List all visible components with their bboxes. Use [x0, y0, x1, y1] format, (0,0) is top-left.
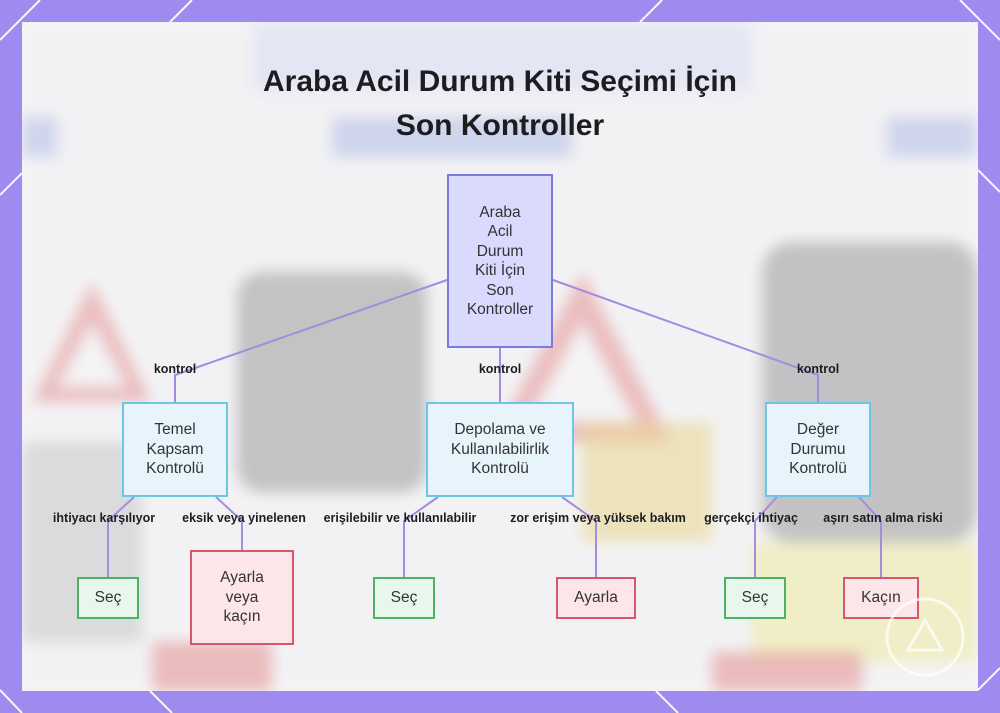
check-node-2-line: Kontrolü	[471, 460, 529, 478]
avoid-node-1-line: kaçın	[223, 608, 261, 626]
edge-branch-3-right	[858, 496, 882, 577]
root-node-line: Kontroller	[466, 301, 534, 318]
edge-label-right: eksik veya yinelenen	[182, 511, 306, 525]
avoid-node-3-line: Kaçın	[861, 589, 901, 607]
select-node-2-text: Seç	[391, 588, 418, 608]
avoid-node-3-text: Kaçın	[861, 588, 901, 608]
select-node-3-text: Seç	[742, 588, 769, 608]
edge-label-left: ihtiyacı karşılıyor	[52, 511, 156, 525]
check-node-3-line: Durumu	[790, 440, 846, 458]
check-node-1-line: Kapsam	[146, 440, 204, 458]
edge-branch-1-right	[215, 496, 243, 550]
edge-branch-1-left	[107, 496, 135, 577]
edge-label-right: aşırı satın alma riski	[823, 511, 943, 525]
root-node-line: Acil	[487, 223, 513, 240]
check-node-3-line: Kontrolü	[789, 460, 847, 478]
select-node-1: Seç	[77, 577, 139, 619]
select-node-1-line: Seç	[94, 589, 122, 607]
edge-label-kontrol: kontrol	[153, 362, 197, 376]
connector-lines	[107, 279, 882, 577]
avoid-node-3: Kaçın	[843, 577, 919, 619]
avoid-node-2-line: Ayarla	[574, 589, 618, 607]
select-node-3-line: Seç	[741, 589, 769, 607]
watermark-logo	[885, 597, 965, 677]
select-node-2-line: Seç	[390, 589, 418, 607]
edge-label-left: erişilebilir ve kullanılabilir	[323, 511, 477, 525]
select-node-1-text: Seç	[95, 588, 122, 608]
diagram-canvas: Araba Acil Durum Kiti Seçimi İçin Son Ko…	[22, 22, 978, 691]
edge-label-kontrol: kontrol	[478, 362, 522, 376]
check-node-2-line: Depolama ve	[454, 421, 546, 439]
edge-label-left: gerçekçi ihtiyaç	[704, 511, 798, 525]
select-node-2: Seç	[373, 577, 435, 619]
avoid-node-1-line: veya	[225, 588, 259, 606]
check-node-3-line: Değer	[796, 421, 840, 439]
edge-label-right: zor erişim veya yüksek bakım	[510, 511, 686, 525]
select-node-3: Seç	[724, 577, 786, 619]
avoid-node-2: Ayarla	[556, 577, 636, 619]
edge-branch-2-right	[561, 496, 597, 577]
root-node-line: Araba	[479, 203, 521, 221]
edge-branch-3-left	[754, 496, 778, 577]
root-node-line: Durum	[476, 242, 524, 260]
avoid-node-1-line: Ayarla	[220, 569, 264, 587]
check-node-1-line: Temel	[154, 421, 196, 439]
edge-branch-2-left	[403, 496, 439, 577]
root-node-line: Son	[486, 281, 514, 299]
diagram-title: Araba Acil Durum Kiti Seçimi İçin Son Ko…	[22, 60, 978, 148]
root-node-line: Kiti İçin	[475, 262, 525, 279]
edge-root-to-branch-1	[174, 279, 448, 402]
edge-label-kontrol: kontrol	[796, 362, 840, 376]
edge-root-to-branch-3	[552, 279, 819, 402]
title-line-2: Son Kontroller	[395, 109, 605, 142]
check-node-1-line: Kontrolü	[146, 460, 204, 478]
avoid-node-2-text: Ayarla	[574, 588, 618, 608]
title-line-1: Araba Acil Durum Kiti Seçimi İçin	[262, 65, 737, 98]
check-node-2-line: Kullanılabilirlik	[450, 440, 550, 458]
